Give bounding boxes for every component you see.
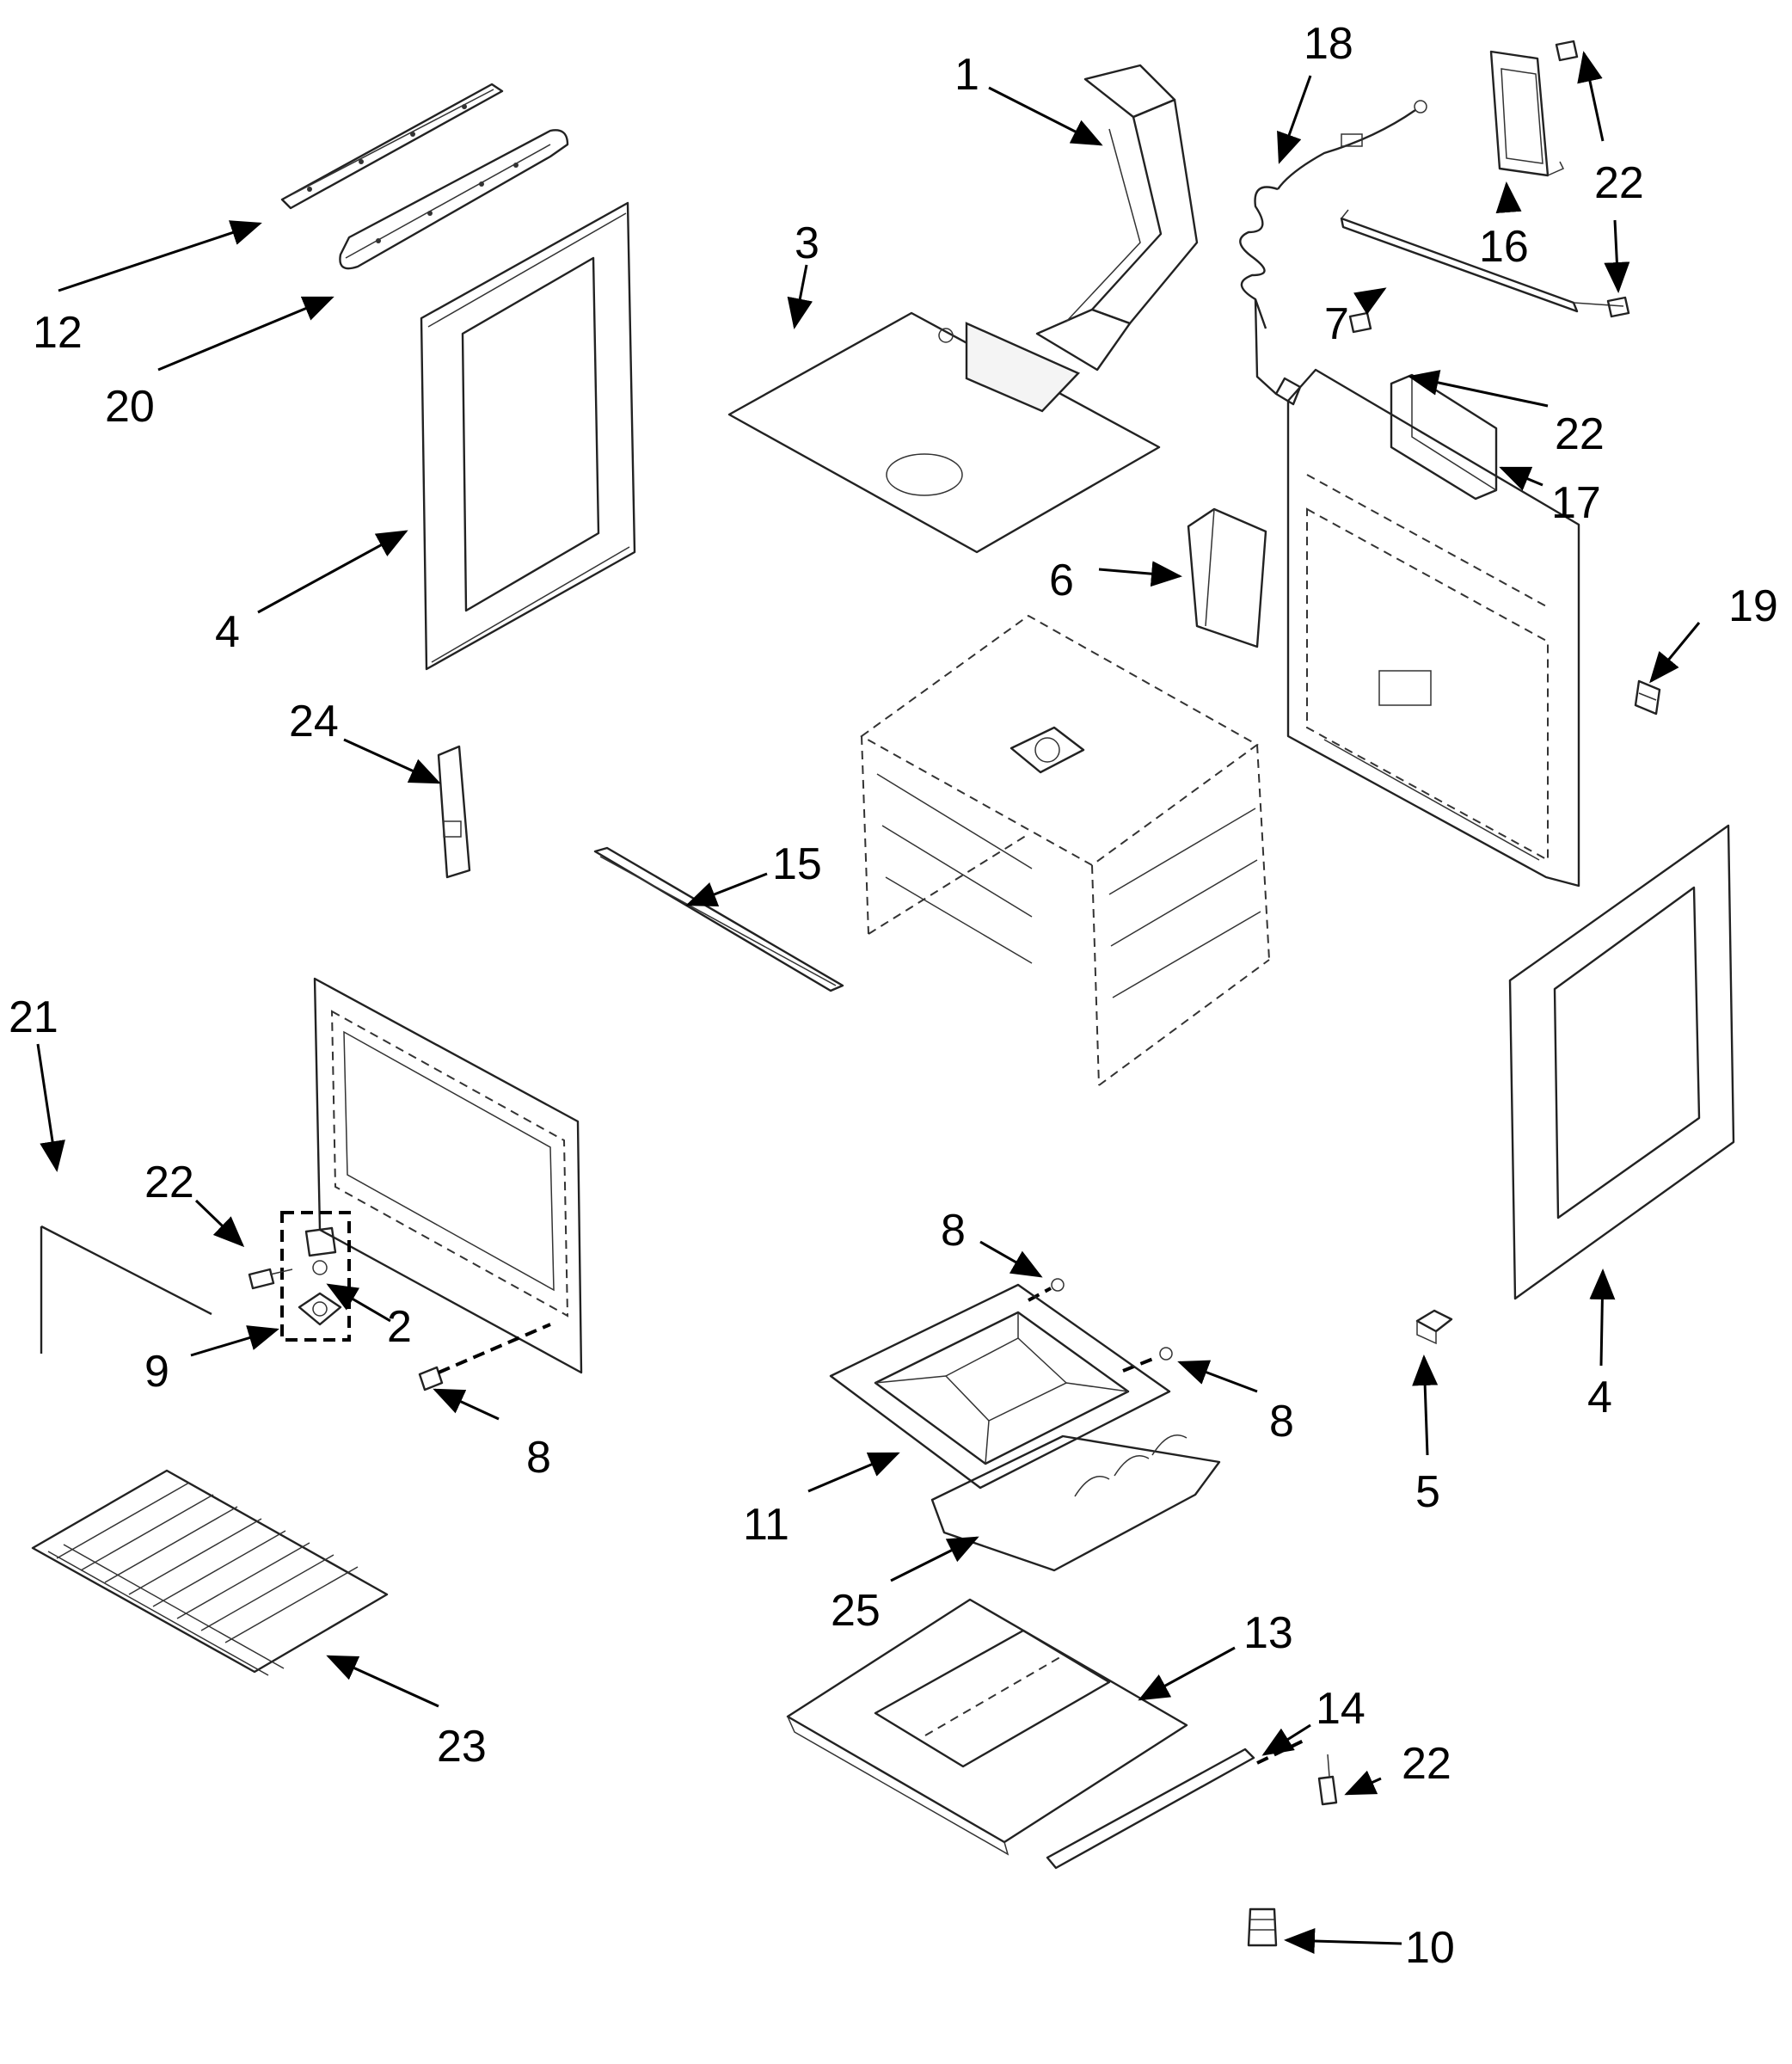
leader-arrows [36, 51, 1701, 1954]
callout-4-right: 4 [1587, 1373, 1612, 1422]
part-10-leveling-leg [1247, 1907, 1278, 1947]
callout-10: 10 [1405, 1923, 1455, 1973]
part-25-heat-shield [930, 1434, 1221, 1572]
part-12-trim-strip [280, 83, 504, 210]
callout-2: 2 [387, 1302, 412, 1352]
part-7-rod [1340, 209, 1624, 313]
part-8-screw-right [1122, 1347, 1173, 1373]
callout-11: 11 [743, 1500, 789, 1550]
part-8-screw-left [418, 1323, 551, 1391]
front-frame [313, 977, 583, 1374]
part-19-clip [1634, 679, 1661, 716]
callout-22-hinge: 22 [144, 1158, 194, 1207]
callout-3: 3 [795, 218, 819, 268]
part-14-rail [1046, 1739, 1304, 1870]
callout-21: 21 [9, 992, 58, 1042]
callout-8-left: 8 [526, 1433, 551, 1483]
part-23-oven-rack [31, 1469, 389, 1676]
back-panel [1286, 368, 1580, 888]
part-8-screw-top [1028, 1278, 1065, 1302]
part-15-rail [593, 846, 844, 992]
part-3-top-panel [727, 311, 1161, 554]
part-4-side-panel-left [420, 201, 636, 671]
callout-labels: 1 2 3 4 4 5 6 7 8 8 8 9 10 11 12 13 14 1… [9, 19, 1778, 1973]
callout-7: 7 [1324, 299, 1349, 349]
callout-19: 19 [1728, 581, 1778, 631]
callout-20: 20 [105, 382, 155, 432]
part-18-power-cord [1239, 100, 1427, 406]
part-13-lower-panel [786, 1598, 1188, 1856]
callout-8-top: 8 [941, 1206, 966, 1256]
callout-12: 12 [33, 308, 83, 358]
callout-25: 25 [831, 1586, 881, 1636]
callout-1: 1 [954, 50, 979, 100]
part-20-bracket [339, 129, 569, 270]
part-22-screw-bottom-right [1317, 1754, 1338, 1806]
part-6-insulation [1187, 507, 1267, 648]
callout-9: 9 [144, 1347, 169, 1397]
callout-17: 17 [1551, 478, 1601, 528]
part-4-side-panel-right [1508, 824, 1735, 1300]
part-24-small-bracket [437, 745, 471, 879]
callout-22-top-right: 22 [1594, 158, 1644, 208]
callout-18: 18 [1304, 19, 1353, 69]
part-11-oven-bottom [829, 1283, 1171, 1490]
callout-15: 15 [772, 839, 822, 889]
part-17-channel-bracket [1390, 373, 1498, 501]
part-5-small-clip [1415, 1309, 1453, 1345]
callout-6: 6 [1049, 556, 1074, 605]
callout-8-right: 8 [1269, 1397, 1294, 1447]
part-22-screw-top-right [1348, 40, 1630, 334]
callout-23: 23 [437, 1722, 487, 1772]
callout-5: 5 [1415, 1467, 1440, 1517]
oven-cavity [860, 614, 1270, 1086]
callout-22-right: 22 [1555, 409, 1605, 459]
callout-13: 13 [1243, 1608, 1293, 1658]
callout-24: 24 [289, 697, 339, 746]
part-2-9-hinge-assembly [280, 1211, 351, 1342]
part-16-control-bracket [1489, 50, 1565, 177]
callout-4-left: 4 [215, 607, 240, 657]
part-21-glass-panel [40, 1225, 212, 1354]
callout-14: 14 [1316, 1684, 1365, 1734]
part-1-vent-duct [1035, 64, 1199, 372]
part-22-screw-hinge [248, 1268, 293, 1290]
callout-16: 16 [1479, 222, 1529, 272]
callout-22-bottom: 22 [1402, 1739, 1451, 1789]
